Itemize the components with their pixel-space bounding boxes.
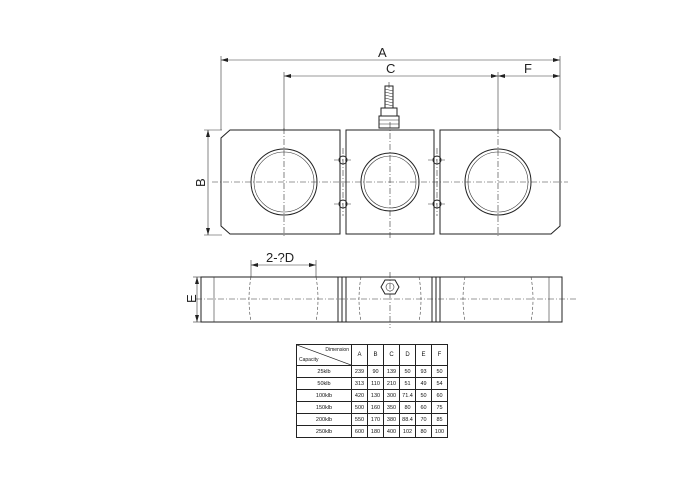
dimension-b-label: B — [193, 178, 208, 187]
column-header: A — [351, 344, 368, 366]
center-lines-top — [212, 122, 568, 240]
table-cell: 51 — [399, 377, 416, 390]
table-cell: 600 — [351, 425, 368, 438]
dimension-d: 2-?D — [250, 250, 317, 280]
table-cell: 50 — [415, 389, 432, 402]
table-cell: 239 — [351, 365, 368, 378]
dimension-table: Dimension Capacity A B C D E F 25klb 239… — [296, 344, 448, 438]
dimension-c-label: C — [386, 61, 395, 76]
capacity-cell: 100klb — [296, 389, 352, 402]
table-cell: 400 — [383, 425, 400, 438]
top-view: A C F B — [193, 45, 568, 240]
dimension-d-label: 2-?D — [266, 250, 294, 265]
column-header: B — [367, 344, 384, 366]
table-cell: 60 — [431, 389, 448, 402]
table-cell: 54 — [431, 377, 448, 390]
table-cell: 110 — [367, 377, 384, 390]
table-row: 250klb 600 180 400 102 80 100 — [296, 425, 448, 438]
table-row: 100klb 420 130 300 71.4 50 60 — [296, 389, 448, 402]
table-row: 50klb 313 110 210 51 49 54 — [296, 377, 448, 390]
column-header: D — [399, 344, 416, 366]
cable-connector — [378, 82, 400, 129]
table-cell: 85 — [431, 413, 448, 426]
table-diagonal-header: Dimension Capacity — [296, 344, 352, 366]
table-cell: 139 — [383, 365, 400, 378]
table-cell: 500 — [351, 401, 368, 414]
table-cell: 180 — [367, 425, 384, 438]
header-capacity: Capacity — [299, 357, 319, 363]
table-cell: 100 — [431, 425, 448, 438]
column-header: E — [415, 344, 432, 366]
table-cell: 60 — [415, 401, 432, 414]
table-cell: 80 — [415, 425, 432, 438]
table-cell: 210 — [383, 377, 400, 390]
table-row: 150klb 500 160 350 80 60 75 — [296, 401, 448, 414]
dimension-f: F — [498, 61, 560, 78]
dimension-b: B — [193, 129, 222, 236]
table-cell: 93 — [415, 365, 432, 378]
column-header: F — [431, 344, 448, 366]
side-view: 2-?D E — [184, 250, 578, 328]
column-header: C — [383, 344, 400, 366]
table-cell: 350 — [383, 401, 400, 414]
table-cell: 300 — [383, 389, 400, 402]
table-row: 200klb 550 170 380 88.4 70 85 — [296, 413, 448, 426]
dimension-c: C — [283, 61, 499, 130]
table-cell: 50 — [431, 365, 448, 378]
side-body — [200, 276, 563, 323]
table-cell: 71.4 — [399, 389, 416, 402]
table-cell: 49 — [415, 377, 432, 390]
capacity-cell: 150klb — [296, 401, 352, 414]
segment-gaps — [337, 277, 441, 322]
dimension-e-label: E — [184, 294, 199, 303]
table-cell: 90 — [367, 365, 384, 378]
table-cell: 313 — [351, 377, 368, 390]
table-cell: 50 — [399, 365, 416, 378]
table-cell: 75 — [431, 401, 448, 414]
table-cell: 88.4 — [399, 413, 416, 426]
table-cell: 102 — [399, 425, 416, 438]
capacity-cell: 250klb — [296, 425, 352, 438]
table-cell: 80 — [399, 401, 416, 414]
table-row: 25klb 239 90 139 50 93 50 — [296, 365, 448, 378]
dimension-a: A — [220, 45, 561, 130]
capacity-cell: 50klb — [296, 377, 352, 390]
dimension-a-label: A — [378, 45, 387, 60]
table-cell: 130 — [367, 389, 384, 402]
table-cell: 70 — [415, 413, 432, 426]
capacity-cell: 200klb — [296, 413, 352, 426]
table-cell: 160 — [367, 401, 384, 414]
table-cell: 380 — [383, 413, 400, 426]
dimension-f-label: F — [524, 61, 532, 76]
header-dimension: Dimension — [325, 347, 349, 353]
capacity-cell: 25klb — [296, 365, 352, 378]
table-cell: 170 — [367, 413, 384, 426]
table-cell: 420 — [351, 389, 368, 402]
table-cell: 550 — [351, 413, 368, 426]
